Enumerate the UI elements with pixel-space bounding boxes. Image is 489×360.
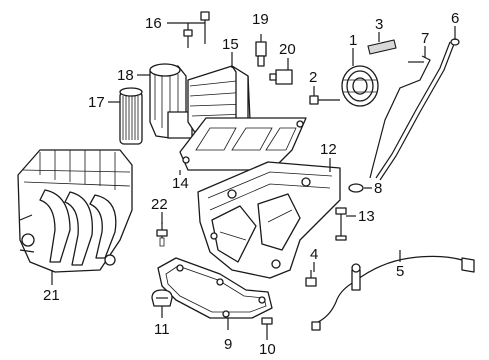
callout-3: 3 (375, 16, 383, 33)
oil-filter-cap (149, 63, 193, 139)
callout-8: 8 (374, 180, 382, 197)
callout-14: 14 (172, 175, 189, 192)
callout-9: 9 (224, 336, 232, 353)
callout-11: 11 (154, 321, 170, 338)
o-ring (348, 183, 364, 193)
bolt-22 (156, 222, 168, 247)
callout-17: 17 (88, 94, 105, 111)
callout-7: 7 (421, 30, 429, 47)
sensor-harness (311, 255, 475, 331)
callout-19: 19 (252, 11, 269, 28)
bolt-10 (261, 317, 273, 336)
dipstick-tube (375, 38, 460, 181)
callout-15: 15 (222, 36, 239, 53)
callout-18: 18 (117, 67, 134, 84)
intake-manifold (17, 149, 133, 273)
callout-13: 13 (358, 208, 375, 225)
crankshaft-pulley (341, 65, 379, 107)
oil-cooler-plate (179, 117, 307, 171)
bolt-13 (335, 207, 347, 241)
upper-oil-pan (197, 161, 341, 279)
bolts-16 (183, 11, 210, 48)
callout-1: 1 (349, 32, 357, 49)
oil-filter-element (119, 87, 143, 145)
seal-3 (367, 39, 397, 55)
callout-16: 16 (145, 15, 162, 32)
sensor-20 (269, 69, 293, 85)
callout-10: 10 (259, 341, 276, 358)
callout-22: 22 (151, 196, 168, 213)
dipstick (369, 55, 431, 179)
callout-6: 6 (451, 10, 459, 27)
drain-plug (151, 289, 173, 307)
callout-5: 5 (396, 263, 404, 280)
bolt-4 (305, 270, 317, 287)
callout-21: 21 (43, 287, 60, 304)
callout-12: 12 (320, 141, 337, 158)
callout-20: 20 (279, 41, 296, 58)
callout-2: 2 (309, 69, 317, 86)
bolt-2 (309, 95, 340, 105)
callout-4: 4 (310, 246, 318, 263)
sensor-19 (255, 34, 267, 67)
